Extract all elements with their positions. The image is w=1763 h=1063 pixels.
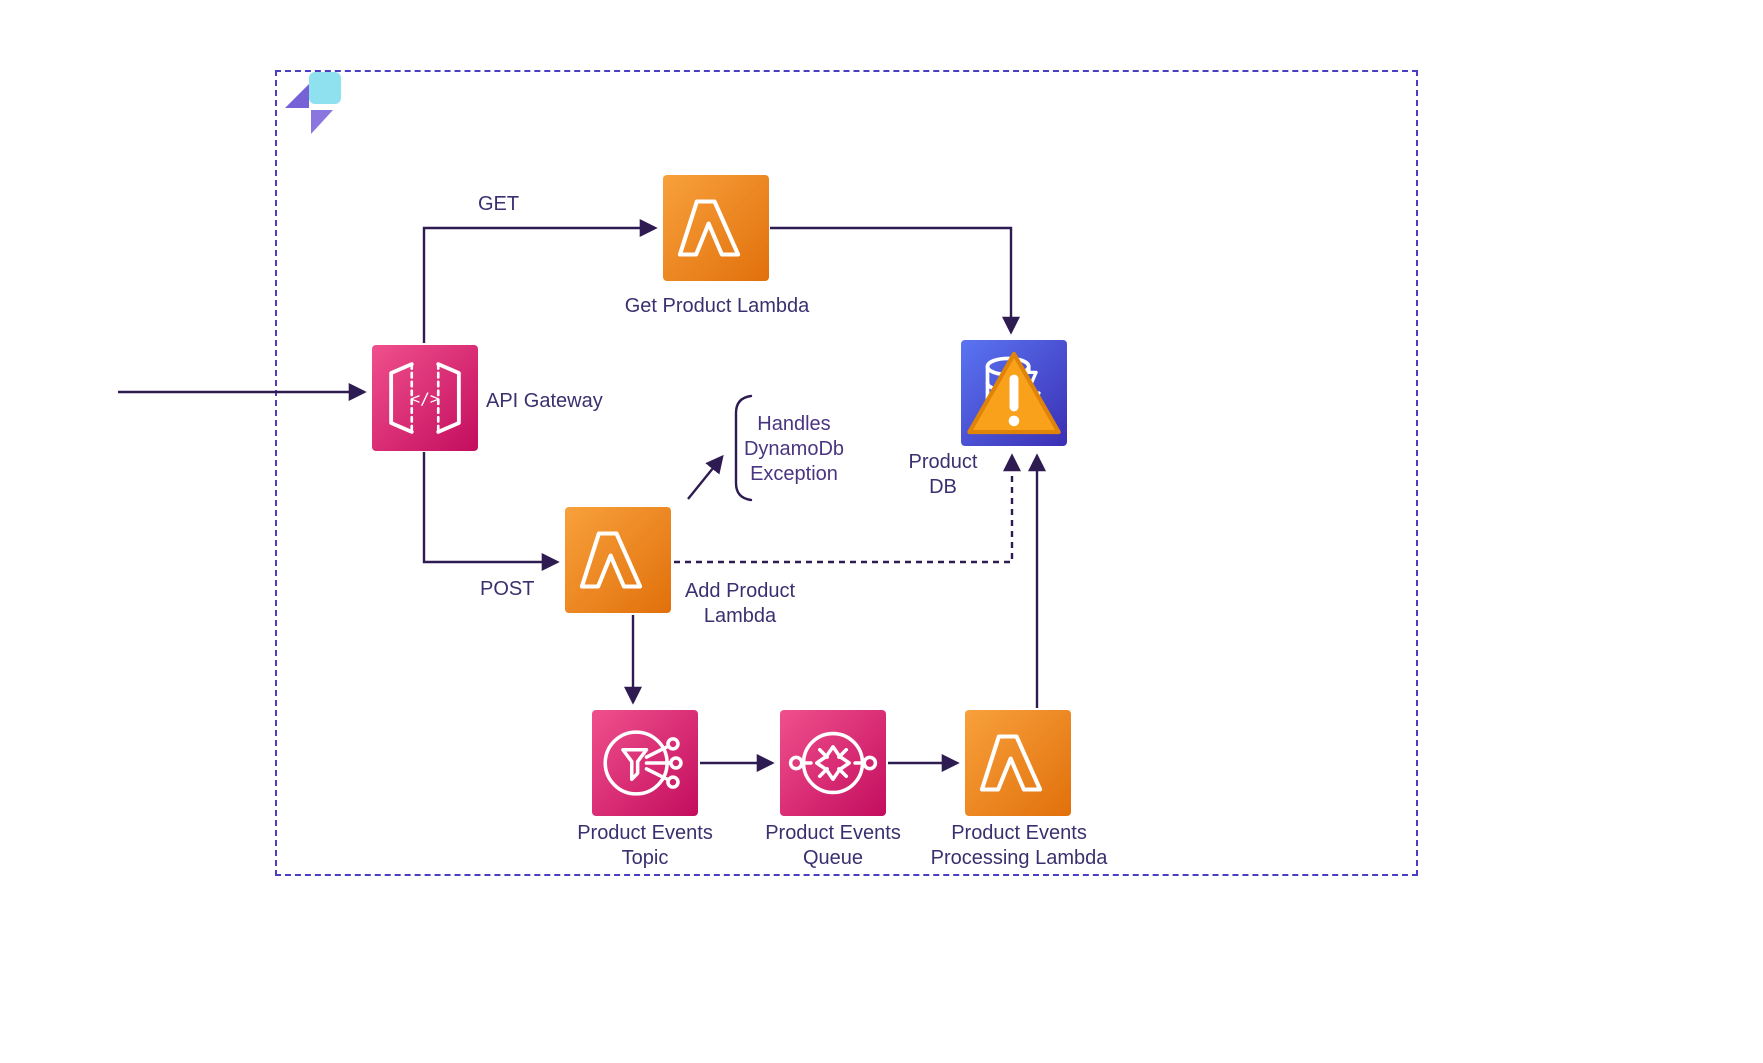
warning-icon <box>967 351 1061 435</box>
product-events-processing-lambda-node <box>965 710 1071 816</box>
add-product-lambda-label: Add Product Lambda <box>684 580 796 627</box>
product-events-queue-label: Product Events Queue <box>765 822 901 869</box>
api-gateway-icon: </> <box>389 362 461 434</box>
api-gateway-node: </> <box>372 345 478 451</box>
post-edge-label: POST <box>480 578 535 600</box>
product-events-topic-label: Product Events Topic <box>577 822 713 869</box>
add-product-lambda-node <box>565 507 671 613</box>
system-boundary <box>275 70 1418 876</box>
svg-text:</>: </> <box>410 389 439 408</box>
product-events-queue-node <box>780 710 886 816</box>
sqs-queue-icon <box>788 731 878 795</box>
lambda-icon <box>979 734 1043 792</box>
product-events-processing-lambda-label: Product Events Processing Lambda <box>930 822 1108 869</box>
product-db-node <box>961 340 1067 446</box>
product-db-label: Product DB <box>908 451 978 498</box>
sns-topic-icon <box>603 730 683 796</box>
get-product-lambda-node <box>663 175 769 281</box>
api-gateway-label: API Gateway <box>486 390 603 412</box>
handles-exception-annotation: Handles DynamoDb Exception <box>743 413 845 485</box>
get-product-lambda-label: Get Product Lambda <box>624 295 810 317</box>
lambda-icon <box>579 531 643 589</box>
product-events-topic-node <box>592 710 698 816</box>
get-edge-label: GET <box>478 193 520 215</box>
diagram-tool-logo-icon <box>285 72 341 134</box>
lambda-icon <box>677 199 741 257</box>
